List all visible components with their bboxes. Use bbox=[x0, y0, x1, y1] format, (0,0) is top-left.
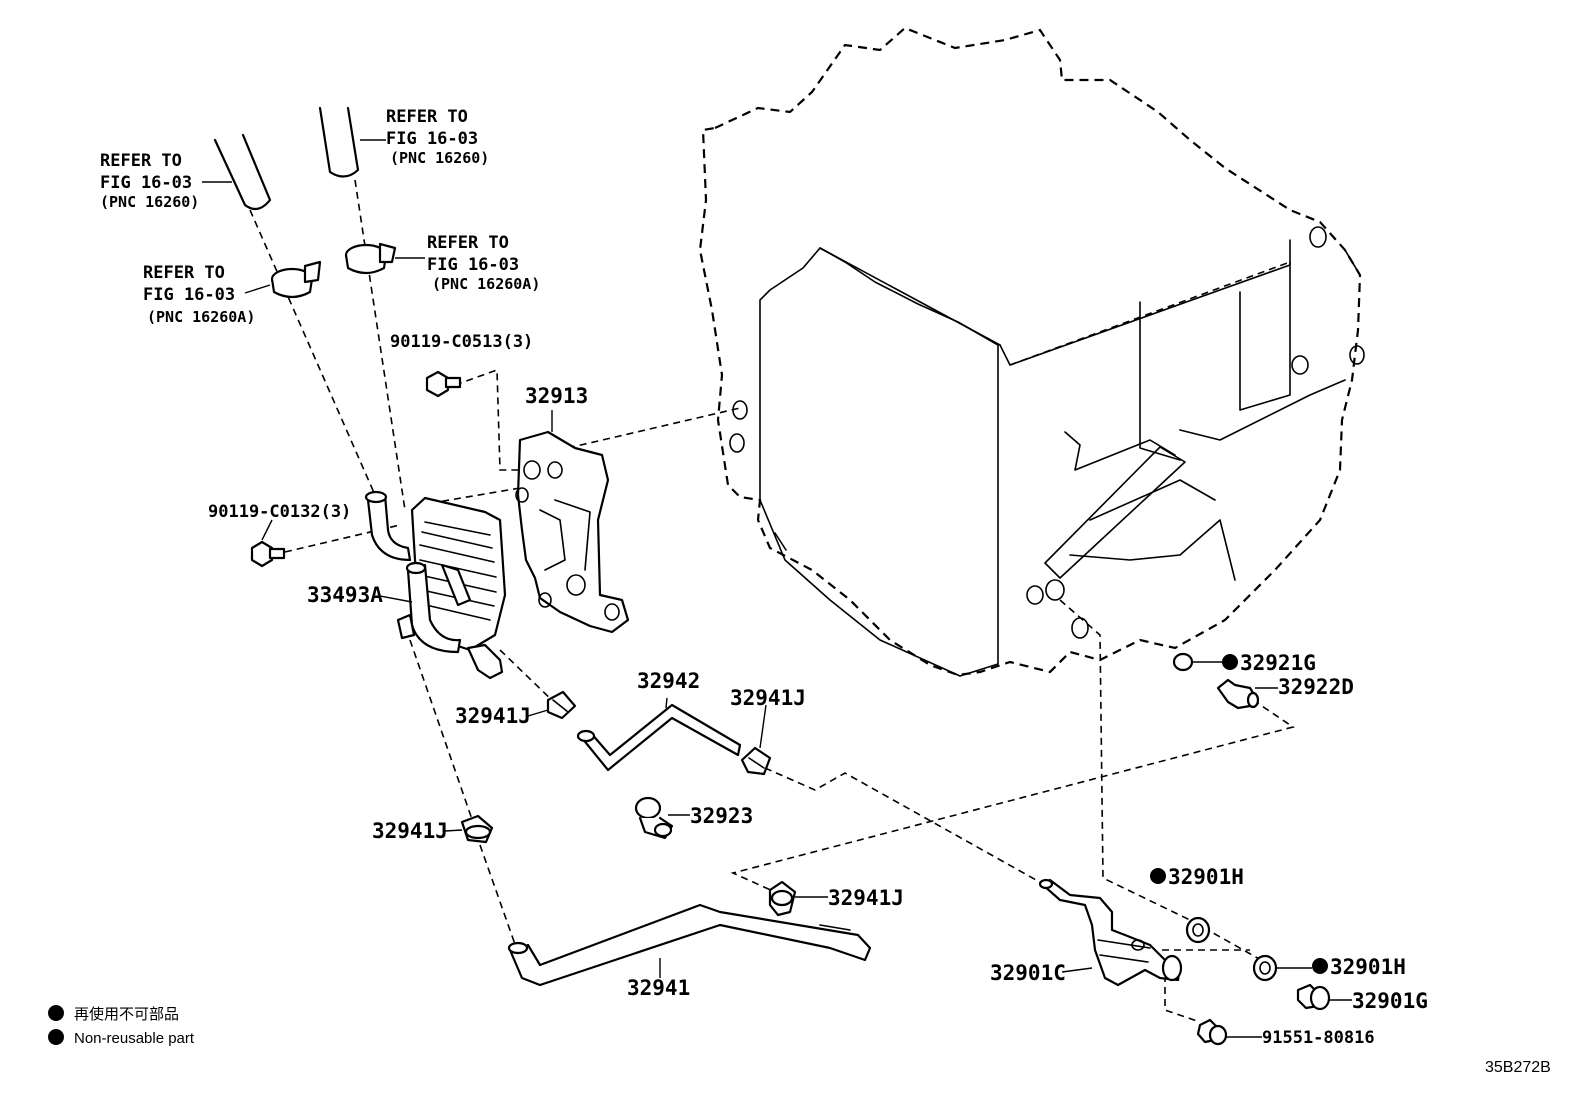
ref-line-3: (PNC 16260) bbox=[100, 193, 199, 211]
ref-label-hose-left: REFER TO FIG 16-03 (PNC 16260) bbox=[100, 151, 199, 211]
legend-jp: 再使用不可部品 bbox=[74, 1006, 179, 1023]
label-32901C: 32901C bbox=[990, 961, 1066, 985]
legend-bullet bbox=[48, 1029, 64, 1045]
clamp-32941J-b bbox=[740, 746, 772, 776]
label-32913: 32913 bbox=[525, 384, 588, 408]
label-33493A: 33493A bbox=[307, 583, 383, 607]
clamp-32941J-d bbox=[768, 880, 797, 917]
hose-32942 bbox=[576, 703, 742, 772]
label-32901G: 32901G bbox=[1352, 989, 1428, 1013]
ref-line-1: REFER TO bbox=[100, 151, 182, 171]
union-bolt-32901G bbox=[1296, 983, 1331, 1011]
bracket-32913 bbox=[515, 430, 630, 634]
assembly-lines bbox=[249, 179, 1295, 1023]
non-reusable-mark bbox=[1312, 958, 1328, 974]
gasket-32901H-1 bbox=[1185, 916, 1211, 944]
label-32941J-c: 32941J bbox=[372, 819, 448, 843]
label-90119-C0132: 90119-C0132(3) bbox=[208, 502, 351, 522]
ref-line-1: REFER TO bbox=[386, 107, 468, 127]
hose-ref-right bbox=[318, 106, 360, 178]
clamp-32941J-c bbox=[460, 814, 494, 844]
clamp-ref-left bbox=[270, 260, 322, 299]
label-32941J-d: 32941J bbox=[828, 886, 904, 910]
gasket-32901H-2 bbox=[1252, 954, 1278, 982]
ref-line-2: FIG 16-03 bbox=[100, 173, 192, 193]
label-91551-80816: 91551-80816 bbox=[1262, 1028, 1375, 1048]
ref-line-3: (PNC 16260) bbox=[390, 149, 489, 167]
label-32921G: 32921G bbox=[1240, 651, 1316, 675]
ref-line-1: REFER TO bbox=[143, 263, 225, 283]
non-reusable-mark bbox=[1150, 868, 1166, 884]
union-32922D bbox=[1216, 678, 1260, 710]
label-32941J-a: 32941J bbox=[455, 704, 531, 728]
label-32942: 32942 bbox=[637, 669, 700, 693]
leader-lines bbox=[202, 139, 1352, 1038]
pipe-32901C bbox=[1038, 878, 1183, 987]
oil-cooler-33493A bbox=[364, 490, 507, 680]
ref-label-clamp-right: REFER TO FIG 16-03 (PNC 16260A) bbox=[427, 233, 540, 293]
gasket-32921G bbox=[1172, 652, 1194, 672]
ref-label-hose-right: REFER TO FIG 16-03 (PNC 16260) bbox=[386, 107, 489, 167]
label-32901H-2: 32901H bbox=[1330, 955, 1406, 979]
transmission-housing bbox=[698, 26, 1365, 677]
ref-line-2: FIG 16-03 bbox=[386, 129, 478, 149]
bolt-91551-80816 bbox=[1196, 1018, 1228, 1046]
bolt-upper bbox=[425, 370, 462, 398]
ref-line-2: FIG 16-03 bbox=[427, 255, 519, 275]
label-32941: 32941 bbox=[627, 976, 690, 1000]
legend-bullet bbox=[48, 1005, 64, 1021]
label-32923: 32923 bbox=[690, 804, 753, 828]
ref-line-3: (PNC 16260A) bbox=[147, 308, 255, 326]
label-32922D: 32922D bbox=[1278, 675, 1354, 699]
legend-en: Non-reusable part bbox=[74, 1030, 195, 1047]
hose-ref-left bbox=[213, 133, 272, 211]
ref-line-3: (PNC 16260A) bbox=[432, 275, 540, 293]
clamp-32941J-a bbox=[546, 690, 577, 720]
bolt-lower bbox=[250, 540, 286, 568]
legend: 再使用不可部品 Non-reusable part bbox=[48, 1005, 195, 1047]
non-reusable-mark bbox=[1222, 654, 1238, 670]
label-32901H-1: 32901H bbox=[1168, 865, 1244, 889]
clip-32923 bbox=[634, 796, 674, 840]
label-32941J-b: 32941J bbox=[730, 686, 806, 710]
ref-label-clamp-left: REFER TO FIG 16-03 (PNC 16260A) bbox=[143, 263, 255, 326]
ref-line-2: FIG 16-03 bbox=[143, 285, 235, 305]
label-90119-C0513: 90119-C0513(3) bbox=[390, 332, 533, 352]
ref-line-1: REFER TO bbox=[427, 233, 509, 253]
illustration-code: 35B272B bbox=[1485, 1059, 1551, 1076]
hose-32941 bbox=[507, 903, 872, 987]
clamp-ref-right bbox=[344, 242, 397, 275]
